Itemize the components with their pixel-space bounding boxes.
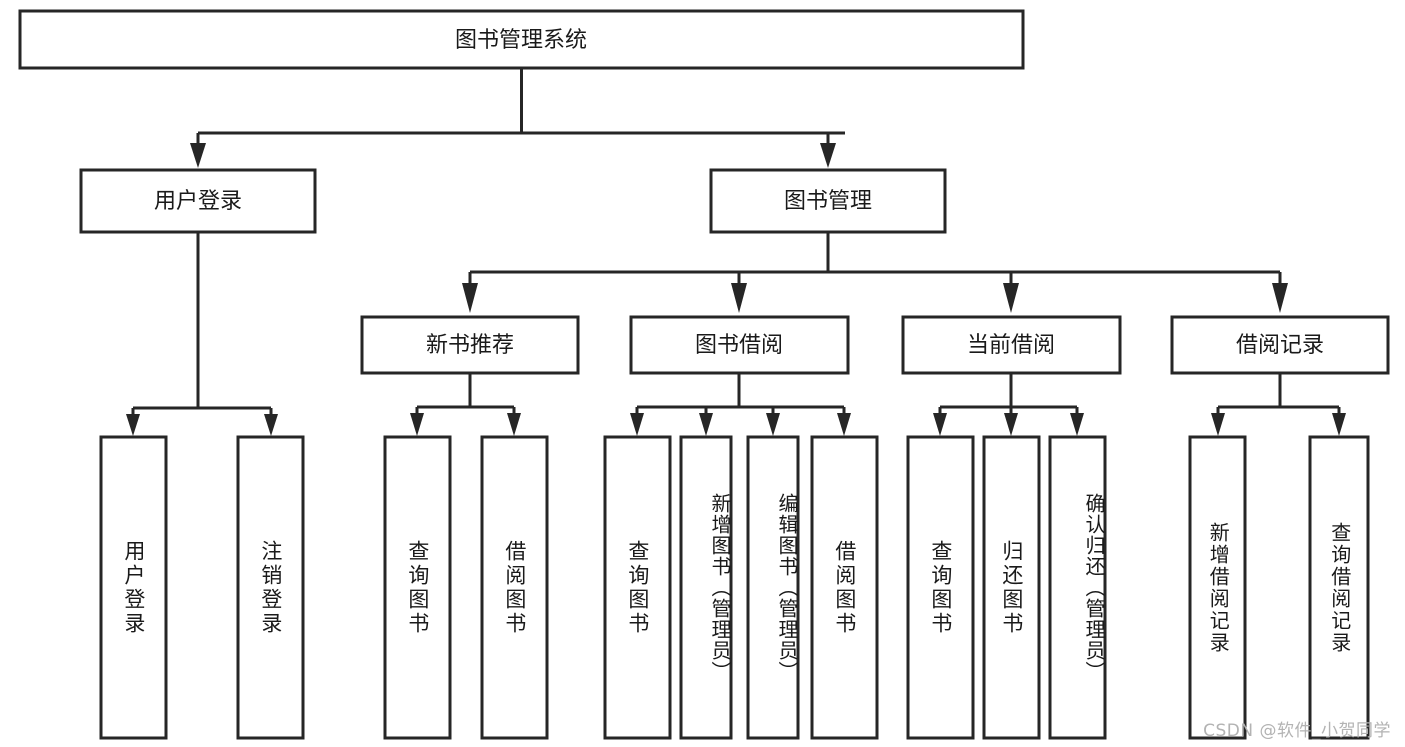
node-current-borrow[interactable]: 当前借阅 bbox=[901, 315, 1122, 375]
connector-group-borrow-record bbox=[1211, 373, 1346, 436]
arrow-head-current-borrow bbox=[1003, 283, 1019, 313]
arrow-head-leaf-confirm-return bbox=[1070, 413, 1084, 436]
arrow-head-leaf-borrow-book-rec bbox=[507, 413, 521, 436]
leaf-box-logout[interactable] bbox=[236, 435, 305, 740]
arrow-head-leaf-query-book-rec bbox=[410, 413, 424, 436]
arrow-head-new-book-rec bbox=[462, 283, 478, 313]
arrow-head-book-borrow bbox=[731, 283, 747, 313]
leaf-box-query-book-borrow[interactable] bbox=[603, 435, 672, 740]
leaf-box-confirm-return[interactable] bbox=[1048, 435, 1107, 740]
leaf-box-edit-book[interactable] bbox=[746, 435, 800, 740]
leaf-box-borrow-book[interactable] bbox=[810, 435, 879, 740]
node-borrow-record[interactable]: 借阅记录 bbox=[1170, 315, 1390, 375]
leaf-box-user-login[interactable] bbox=[99, 435, 168, 740]
node-book-manage-box[interactable] bbox=[709, 168, 947, 234]
node-root[interactable]: 图书管理系统 bbox=[18, 9, 1025, 70]
node-new-book-rec-label: 新书推荐 bbox=[426, 333, 514, 358]
leaf-box-add-record[interactable] bbox=[1188, 435, 1247, 740]
connector-group-user-login bbox=[126, 232, 278, 436]
arrow-head-leaf-query-record bbox=[1332, 413, 1346, 436]
node-borrow-record-label: 借阅记录 bbox=[1236, 333, 1324, 358]
arrow-head-leaf-add-book bbox=[699, 413, 713, 436]
connector-group-new-book-rec bbox=[410, 373, 521, 436]
arrow-head-book-manage bbox=[820, 143, 836, 168]
node-root-box[interactable] bbox=[18, 9, 1025, 70]
csdn-watermark: CSDN @软件_小贺同学 bbox=[1203, 721, 1391, 741]
node-current-borrow-box[interactable] bbox=[901, 315, 1122, 375]
connector-group-book-borrow bbox=[630, 373, 851, 436]
arrow-head-leaf-query-book-borrow bbox=[630, 413, 644, 436]
leaf-box-add-book[interactable] bbox=[679, 435, 733, 740]
arrow-head-leaf-add-record bbox=[1211, 413, 1225, 436]
node-user-login-label: 用户登录 bbox=[154, 189, 242, 214]
arrow-head-leaf-user-login bbox=[126, 414, 140, 436]
arrow-head-leaf-return-book bbox=[1004, 413, 1018, 436]
leaf-box-query-book-cur[interactable] bbox=[906, 435, 975, 740]
node-book-manage-label: 图书管理 bbox=[784, 189, 872, 214]
arrow-head-user-login bbox=[190, 143, 206, 168]
node-new-book-rec[interactable]: 新书推荐 bbox=[360, 315, 580, 375]
arrow-head-leaf-query-book-cur bbox=[933, 413, 947, 436]
node-borrow-record-box[interactable] bbox=[1170, 315, 1390, 375]
node-new-book-rec-box[interactable] bbox=[360, 315, 580, 375]
connector-group-root bbox=[190, 68, 845, 168]
leaf-boxes bbox=[99, 435, 1370, 740]
connector-group-current-borrow bbox=[933, 373, 1084, 436]
arrow-head-leaf-logout bbox=[264, 414, 278, 436]
node-user-login[interactable]: 用户登录 bbox=[79, 168, 317, 234]
node-book-borrow-box[interactable] bbox=[629, 315, 850, 375]
leaf-box-query-record[interactable] bbox=[1308, 435, 1370, 740]
leaf-box-borrow-book-rec[interactable] bbox=[480, 435, 549, 740]
node-book-borrow-label: 图书借阅 bbox=[695, 333, 783, 358]
arrow-head-leaf-borrow-book bbox=[837, 413, 851, 436]
arrow-head-borrow-record bbox=[1272, 283, 1288, 313]
node-root-label: 图书管理系统 bbox=[455, 28, 587, 53]
node-current-borrow-label: 当前借阅 bbox=[967, 333, 1055, 358]
node-user-login-box[interactable] bbox=[79, 168, 317, 234]
leaf-box-return-book[interactable] bbox=[982, 435, 1041, 740]
arrow-head-leaf-edit-book bbox=[766, 413, 780, 436]
node-book-manage[interactable]: 图书管理 bbox=[709, 168, 947, 234]
node-book-borrow[interactable]: 图书借阅 bbox=[629, 315, 850, 375]
connector-group-book-manage bbox=[462, 232, 1288, 313]
leaf-box-query-book-rec[interactable] bbox=[383, 435, 452, 740]
